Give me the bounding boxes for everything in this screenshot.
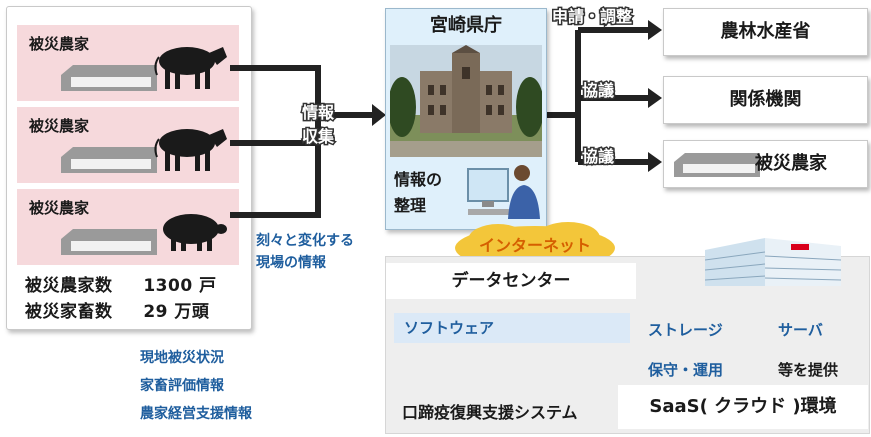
request-label: 申請・調整: [551, 6, 634, 28]
data-center-title: データセンター: [386, 263, 636, 299]
consult-label: 協議: [581, 146, 616, 168]
stat-label: 被災家畜数: [25, 302, 113, 322]
info-list: 現地被災状況 家畜評価情報 農家経営支援情報: [140, 344, 252, 428]
cow-icon: [154, 129, 227, 171]
data-center-building-icon: [705, 238, 842, 286]
prefecture-office: 宮崎県庁 情報の 整理: [385, 8, 547, 230]
barn-icon: [61, 65, 157, 91]
svg-text:協議: 協議: [582, 81, 614, 100]
farm-label: 被災農家: [29, 117, 90, 135]
info-item: 現地被災状況: [140, 350, 224, 366]
service-provide-note: 等を提供: [778, 361, 839, 379]
barn-icon: [61, 229, 157, 255]
change-note-line: 刻々と変化する: [256, 233, 354, 249]
info-item: 家畜評価情報: [140, 378, 224, 394]
pig-icon: [163, 214, 227, 251]
service-maintenance: 保守・運用: [648, 361, 724, 379]
organize-line: 情報の: [394, 170, 443, 189]
software-label: ソフトウェア: [394, 313, 630, 343]
farm-band: 被災農家: [17, 189, 239, 265]
organize-line: 整理: [394, 196, 427, 215]
change-note: 刻々と変化する 現場の情報: [256, 230, 354, 274]
stat-value: 1300 戸: [143, 276, 217, 296]
consult-label: 協議: [581, 80, 616, 102]
target-box: 被災農家: [663, 140, 868, 188]
barn-icon: [61, 147, 157, 173]
prefecture-building-photo: [390, 45, 542, 157]
internet-label: インターネット: [478, 236, 591, 255]
change-note-line: 現場の情報: [256, 255, 326, 271]
affected-farms-panel: 被災農家 被災農家: [6, 6, 252, 330]
service-storage: ストレージ: [648, 321, 723, 339]
stat-label: 被災農家数: [25, 276, 113, 296]
svg-text:収集: 収集: [302, 127, 335, 146]
service-server: サーバ: [778, 321, 823, 339]
svg-text:情報: 情報: [302, 103, 335, 122]
collect-label-text: 情報 収集: [300, 102, 336, 148]
prefecture-title: 宮崎県庁: [430, 15, 502, 36]
farm-band: 被災農家: [17, 107, 239, 183]
stat-row: 被災家畜数 29 万頭: [25, 297, 209, 322]
stat-row: 被災農家数 1300 戸: [25, 271, 217, 296]
target-label: 農林水産省: [720, 21, 811, 42]
organize-label: 情報の 整理: [394, 167, 442, 219]
farm-band: 被災農家: [17, 25, 239, 101]
saas-label: SaaS( クラウド )環境: [618, 385, 868, 429]
target-box: 農林水産省: [663, 8, 868, 56]
barn-icon: [674, 153, 760, 177]
info-item: 農家経営支援情報: [140, 406, 252, 422]
target-box: 関係機関: [663, 76, 868, 124]
svg-text:申請・調整: 申請・調整: [552, 7, 632, 26]
system-name: 口蹄疫復興支援システム: [402, 403, 578, 422]
target-label: 被災農家: [755, 153, 827, 174]
svg-text:協議: 協議: [582, 147, 614, 166]
farm-label: 被災農家: [29, 199, 90, 217]
collect-label: 情報 収集: [286, 96, 350, 156]
stat-value: 29 万頭: [143, 302, 210, 322]
farm-label: 被災農家: [29, 35, 90, 53]
target-label: 関係機関: [729, 89, 802, 110]
cow-icon: [154, 47, 227, 89]
worker-computer-icon: [467, 165, 540, 219]
